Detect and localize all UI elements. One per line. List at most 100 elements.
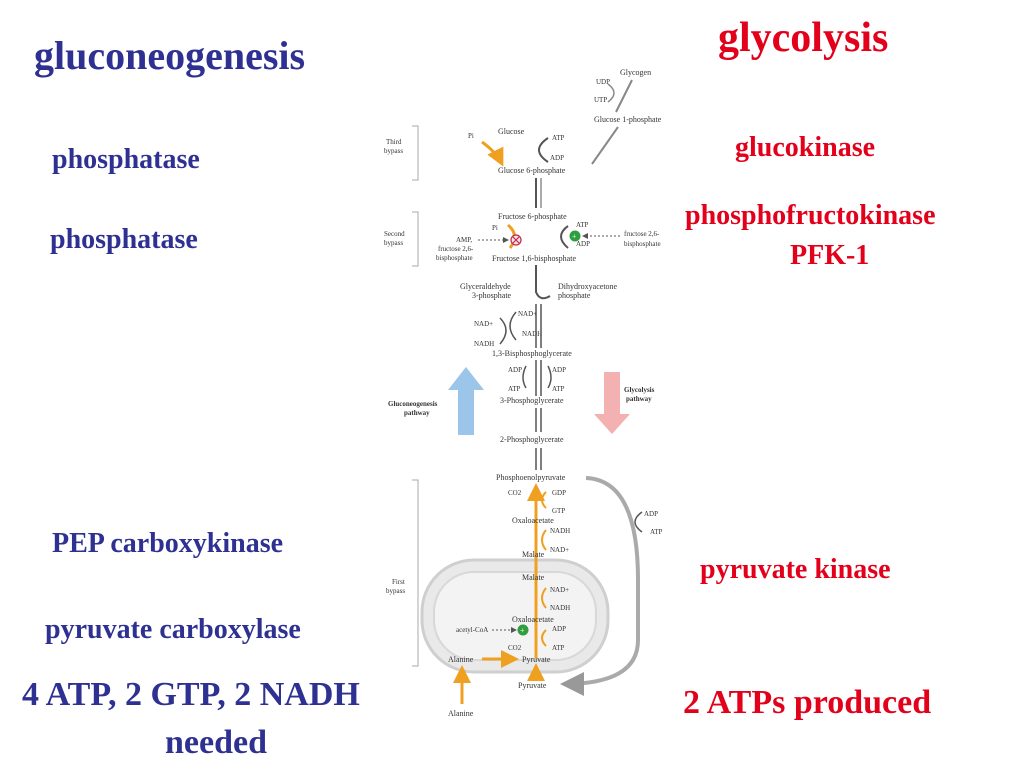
acetyl-coa-label: acetyl-CoA xyxy=(456,626,488,634)
f26bp-left-label-2: bisphosphate xyxy=(436,254,473,262)
f26bp-left-label-1: fructose 2,6- xyxy=(438,245,474,253)
nad-arc-1 xyxy=(509,311,517,341)
pk-arc xyxy=(634,511,643,533)
nad-label-3: NAD+ xyxy=(550,546,569,554)
energy-cost-line2: needed xyxy=(165,724,267,761)
pi-label-1: Pi xyxy=(468,132,474,140)
gluconeogenesis-pathway-arrow xyxy=(448,367,484,435)
g3p-label-2: 3-phosphate xyxy=(472,291,512,300)
second-bypass-bracket xyxy=(412,211,419,267)
bpg-3pg-arrow xyxy=(535,360,542,396)
pfk-label-line1: phosphofructokinase xyxy=(685,200,936,231)
adp-label-pc: ADP xyxy=(552,625,566,633)
second-bypass-label-2: bypass xyxy=(384,239,403,247)
activator-symbol-2 xyxy=(517,624,529,636)
nadh-label-right: NADH xyxy=(522,330,542,338)
third-bypass-label-1: Third xyxy=(386,138,402,146)
nad-arc-2 xyxy=(499,317,507,345)
pyruvate-carboxylase-label: pyruvate carboxylase xyxy=(45,614,301,645)
pg2-label: 2-Phosphoglycerate xyxy=(500,435,564,444)
nadh-label-4: NADH xyxy=(550,604,570,612)
malate-label-1: Malate xyxy=(522,550,545,559)
nad-label-left: NAD+ xyxy=(474,320,493,328)
alanine-label-2: Alanine xyxy=(448,709,474,718)
phosphatase-bypass-arc-1 xyxy=(481,140,504,167)
activator-symbol xyxy=(569,230,581,242)
third-bypass-bracket xyxy=(412,125,419,181)
adp-label-3: ADP xyxy=(508,366,522,374)
oxaloacetate-label-1: Oxaloacetate xyxy=(512,516,554,525)
oxaloacetate-label-2: Oxaloacetate xyxy=(512,615,554,624)
bpg13-label: 1,3-Bisphosphoglycerate xyxy=(492,349,572,358)
mdh-arc-2 xyxy=(541,587,547,609)
g1p-to-g6p-arrow xyxy=(591,126,619,165)
pyruvate-kinase-loop xyxy=(560,476,640,696)
g3p-bpg-arrow xyxy=(535,304,542,348)
atp-label-pc: ATP xyxy=(552,644,565,652)
pyruvate-label-cyto: Pyruvate xyxy=(518,681,547,690)
pepck-arc xyxy=(541,491,547,509)
nad-label-right: NAD+ xyxy=(518,310,537,318)
atp-label-2: ATP xyxy=(576,221,589,229)
glycolysis-heading: glycolysis xyxy=(718,15,889,61)
udp-utp-curve xyxy=(607,83,615,103)
activator-plus: + xyxy=(572,232,577,241)
pc-arc xyxy=(541,629,547,647)
mdh-arc-1 xyxy=(541,529,547,551)
co2-label-2: CO2 xyxy=(508,644,522,652)
atp-yield-label: 2 ATPs produced xyxy=(683,684,932,721)
pi-label-2: Pi xyxy=(492,224,498,232)
alanine-label-1: Alanine xyxy=(448,655,474,664)
adp-label-1: ADP xyxy=(550,154,564,162)
pg3-label: 3-Phosphoglycerate xyxy=(500,396,564,405)
gluconeogenesis-heading: gluconeogenesis xyxy=(34,33,306,78)
malate-label-2: Malate xyxy=(522,573,545,582)
pfk-label-line2: PFK-1 xyxy=(790,240,870,271)
dhap-label-1: Dihydroxyacetone xyxy=(558,282,618,291)
co2-label-1: CO2 xyxy=(508,489,522,497)
glycogen-arrow xyxy=(615,79,633,113)
utp-label: UTP xyxy=(594,96,607,104)
pgk-arc-left xyxy=(522,365,527,389)
3pg-2pg-arrow xyxy=(535,408,542,432)
atp-label-4: ATP xyxy=(552,385,565,393)
nad-label-4: NAD+ xyxy=(550,586,569,594)
2pg-pep-arrow xyxy=(535,448,542,470)
glucose-label: Glucose xyxy=(498,127,525,136)
glucose-6p-label: Glucose 6-phosphate xyxy=(498,166,566,175)
first-bypass-label-2: bypass xyxy=(386,587,405,595)
nadh-label-3: NADH xyxy=(550,527,570,535)
adp-label-pk: ADP xyxy=(644,510,658,518)
first-bypass-label-1: First xyxy=(392,578,405,586)
atp-label-pk: ATP xyxy=(650,528,663,536)
inhibitor-x xyxy=(512,236,520,244)
gdp-label: GDP xyxy=(552,489,566,497)
adp-label-4: ADP xyxy=(552,366,566,374)
f26bp-right-label-1: fructose 2,6- xyxy=(624,230,660,238)
glycogen-label: Glycogen xyxy=(620,68,651,77)
fructose-16bp-label: Fructose 1,6-bisphosphate xyxy=(492,254,576,263)
dhap-label-2: phosphate xyxy=(558,291,591,300)
phosphatase-label-1: phosphatase xyxy=(52,144,200,175)
energy-cost-line1: 4 ATP, 2 GTP, 2 NADH xyxy=(22,676,360,713)
adp-label-2: ADP xyxy=(576,240,590,248)
udp-label: UDP xyxy=(596,78,610,86)
third-bypass-label-2: bypass xyxy=(384,147,403,155)
activator-plus-2: + xyxy=(520,626,525,635)
second-bypass-label-1: Second xyxy=(384,230,405,238)
f26bp-right-label-2: bisphosphate xyxy=(624,240,661,248)
gtp-label: GTP xyxy=(552,507,565,515)
pfk-arc xyxy=(560,225,569,249)
hexokinase-arc xyxy=(538,137,549,163)
nadh-label-left: NADH xyxy=(474,340,494,348)
pathway-diagram: Glycogen UDP UTP Glucose 1-phosphate Thi… xyxy=(384,68,663,718)
f16bp-split-arrow xyxy=(535,265,551,300)
glycolysis-pathway-label-2: pathway xyxy=(626,395,652,403)
pyruvate-label-mito: Pyruvate xyxy=(522,655,551,664)
fructose-6p-label: Fructose 6-phosphate xyxy=(498,212,567,221)
glycolysis-pathway-label-1: Glycolysis xyxy=(624,386,655,394)
pyruvate-kinase-label: pyruvate kinase xyxy=(700,554,891,585)
glucose-1p-label: Glucose 1-phosphate xyxy=(594,115,662,124)
phosphatase-label-2: phosphatase xyxy=(50,224,198,255)
g3p-label-1: Glyceraldehyde xyxy=(460,282,511,291)
